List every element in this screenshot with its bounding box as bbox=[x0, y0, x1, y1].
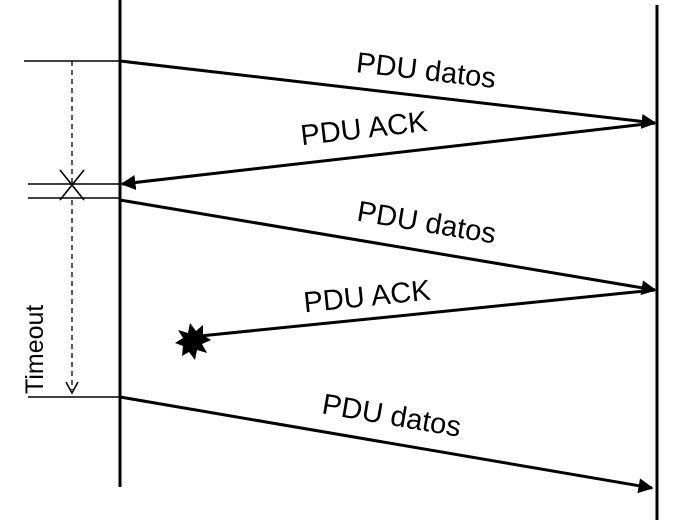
message-1-arrow bbox=[119, 59, 657, 129]
timer-2-arrow-icon bbox=[65, 381, 79, 395]
message-5-arrow bbox=[119, 395, 654, 494]
burst-icon bbox=[175, 323, 211, 360]
message-4-arrow bbox=[199, 288, 656, 338]
message-2-label: PDU ACK bbox=[299, 106, 430, 152]
message-1-label: PDU datos bbox=[355, 47, 498, 95]
message-3-arrow bbox=[119, 198, 657, 296]
message-4-label: PDU ACK bbox=[302, 275, 433, 320]
cross-icon bbox=[59, 169, 85, 201]
message-2-arrow bbox=[120, 121, 656, 190]
timeout-label: Timeout bbox=[21, 305, 49, 394]
